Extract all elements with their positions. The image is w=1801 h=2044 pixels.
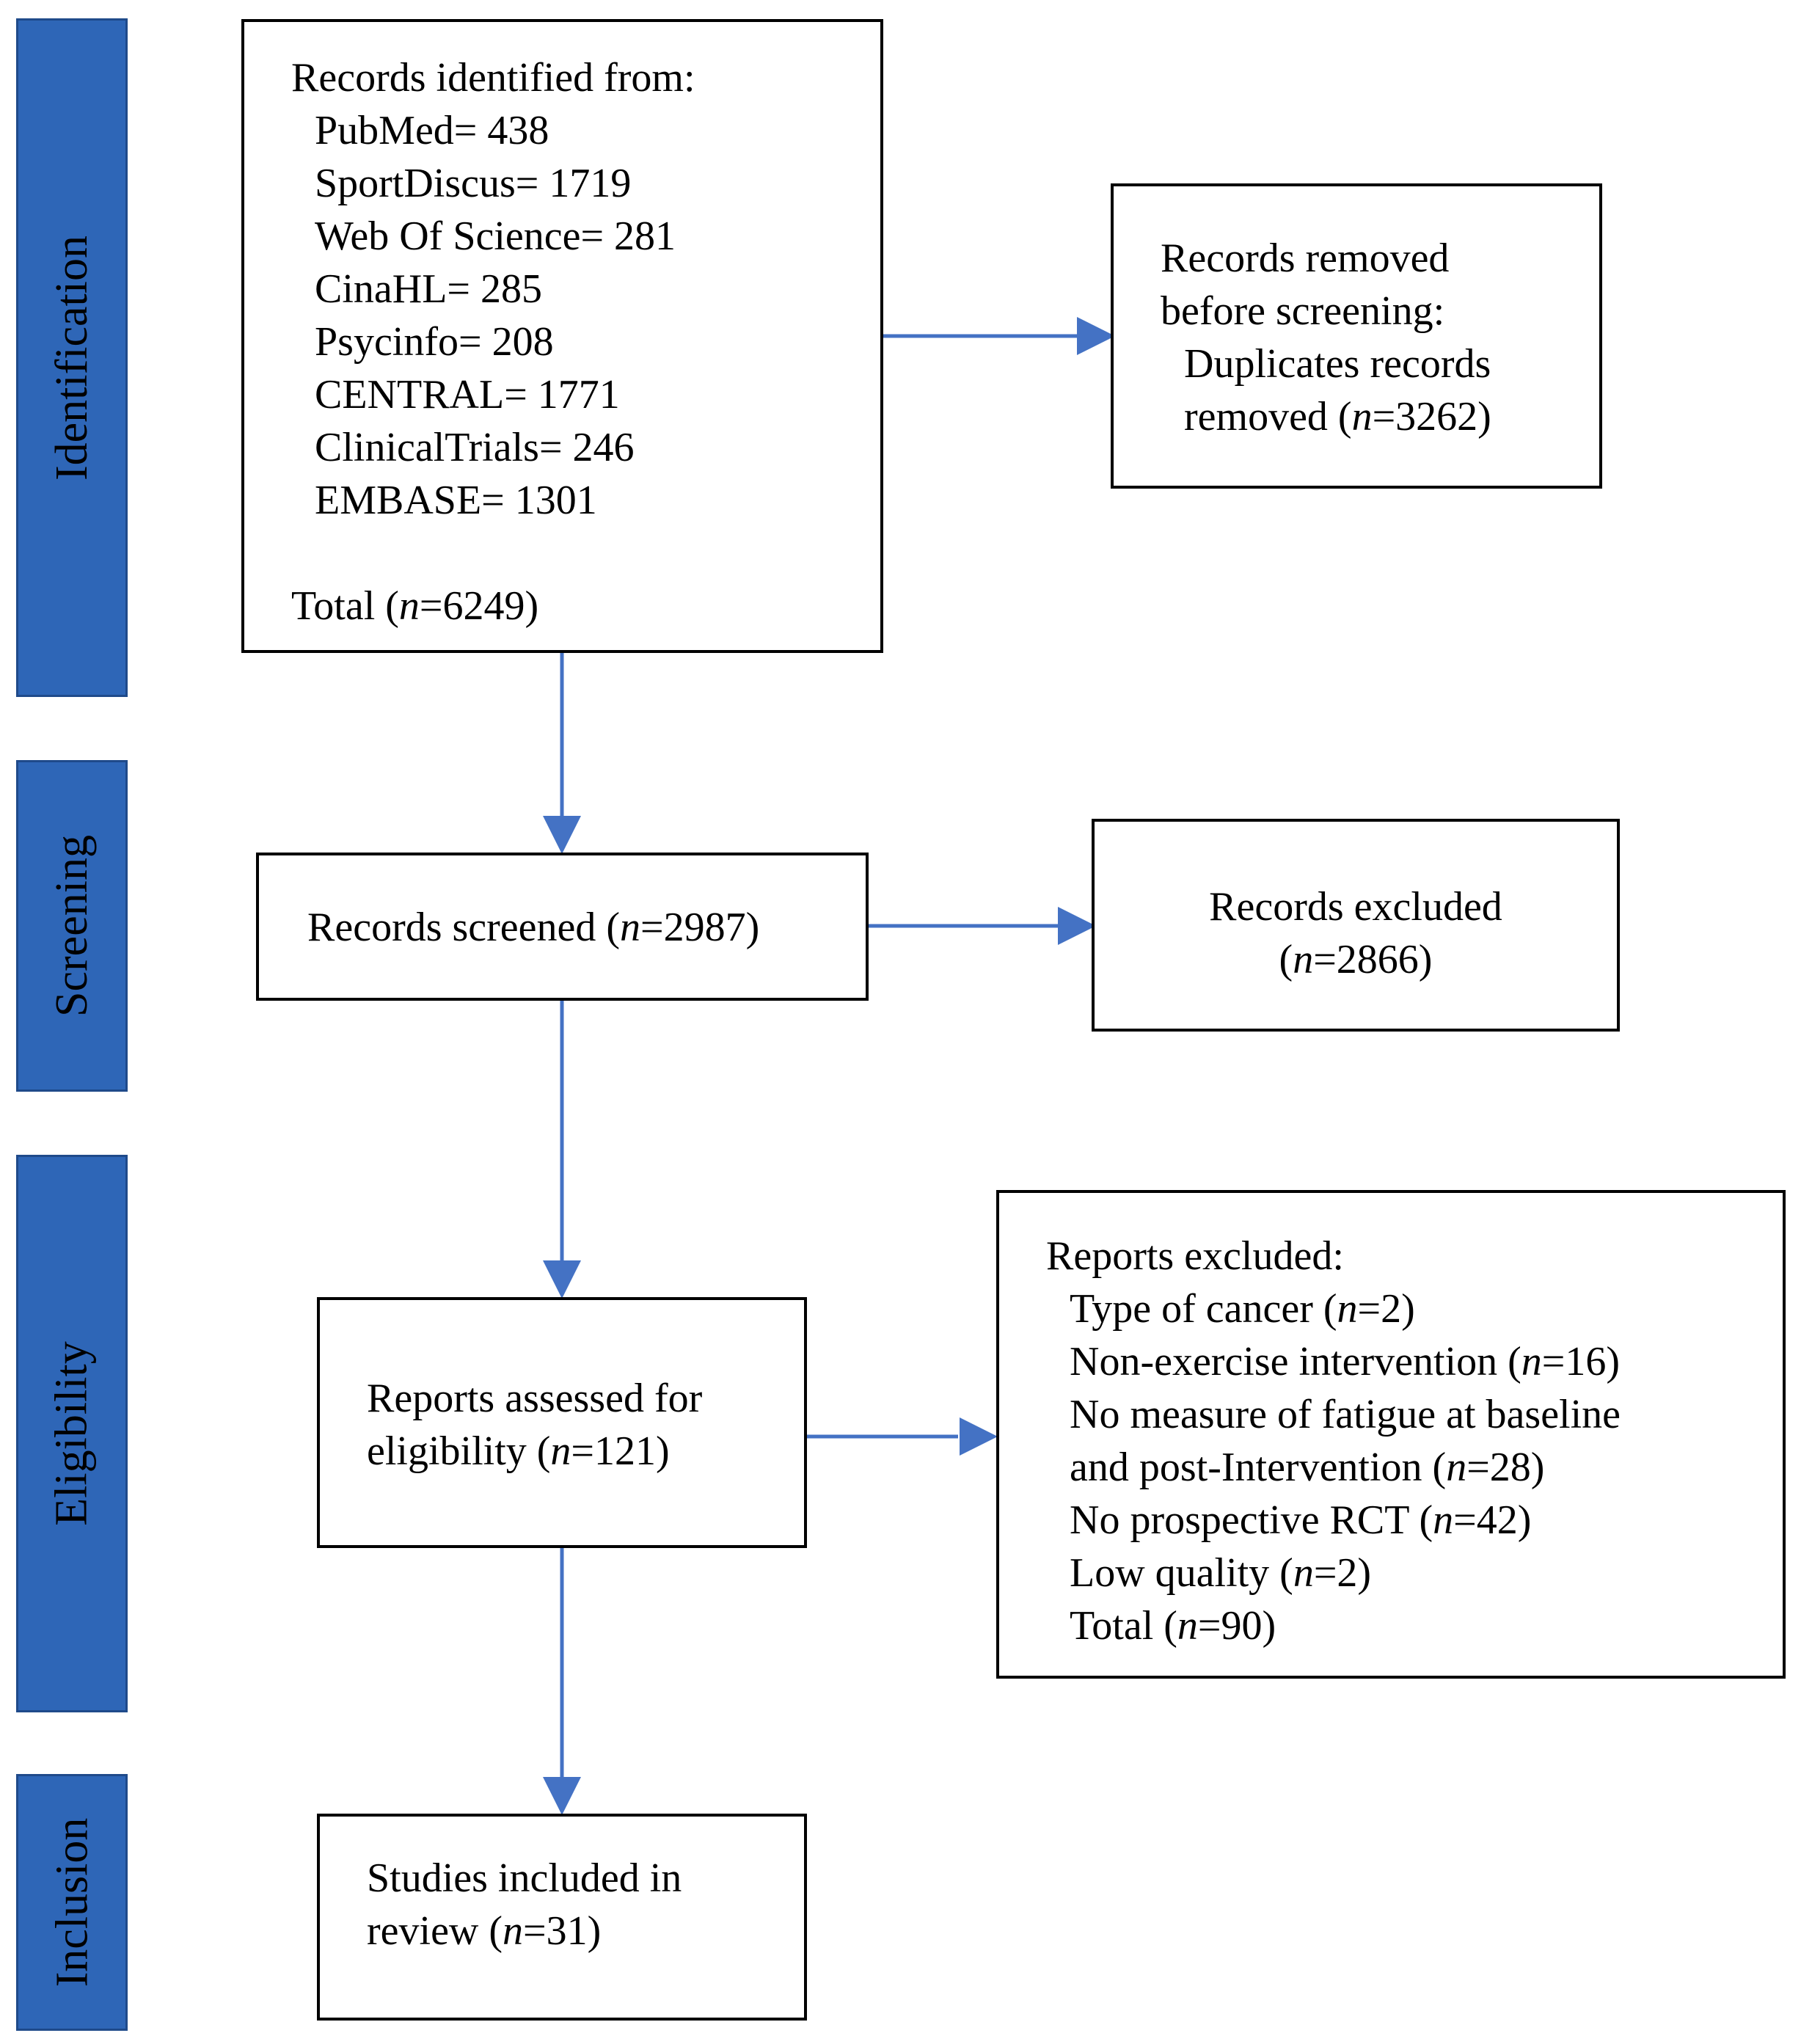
records-screened-text: Records screened (n=2987) xyxy=(307,905,760,950)
records-removed-line1: Records removed xyxy=(1161,236,1450,281)
reason-low-quality: Low quality (n=2) xyxy=(1070,1550,1372,1596)
reports-excluded-total: Total (n=90) xyxy=(1070,1603,1276,1649)
source-pubmed: PubMed= 438 xyxy=(315,108,549,153)
source-cinahl: CinaHL= 285 xyxy=(315,266,542,312)
arrowhead-excluded xyxy=(1058,907,1096,945)
source-clinicaltrials: ClinicalTrials= 246 xyxy=(315,425,635,470)
phase-eligibility: Eligibility xyxy=(16,1155,128,1712)
reports-assessed-count: eligibility (n=121) xyxy=(367,1428,670,1474)
arrowhead-removed xyxy=(1077,317,1115,355)
records-identified-box: Records identified from: PubMed= 438 Spo… xyxy=(241,19,883,653)
records-removed-count: removed (n=3262) xyxy=(1184,394,1491,439)
arrowhead-screened xyxy=(543,816,581,854)
records-identified-heading: Records identified from: xyxy=(291,55,695,101)
reports-excluded-box: Reports excluded: Type of cancer (n=2) N… xyxy=(996,1190,1786,1679)
reports-excluded-heading: Reports excluded: xyxy=(1046,1233,1344,1279)
phase-inclusion: Inclusion xyxy=(16,1774,128,2031)
studies-included-count: review (n=31) xyxy=(367,1908,602,1954)
reason-no-prospective-rct: No prospective RCT (n=42) xyxy=(1070,1497,1532,1543)
reason-type-of-cancer: Type of cancer (n=2) xyxy=(1070,1286,1415,1332)
reason-no-fatigue-measure-line2: and post-Intervention (n=28) xyxy=(1070,1445,1545,1490)
reports-assessed-box: Reports assessed for eligibility (n=121) xyxy=(317,1297,807,1548)
reason-no-fatigue-measure-line1: No measure of fatigue at baseline xyxy=(1070,1392,1621,1437)
records-removed-box: Records removed before screening: Duplic… xyxy=(1111,183,1602,489)
phase-identification: Identification xyxy=(16,18,128,697)
arrowhead-included xyxy=(543,1777,581,1815)
studies-included-line1: Studies included in xyxy=(367,1855,682,1901)
records-excluded-count: (n=2866) xyxy=(1279,937,1433,982)
reason-non-exercise-intervention: Non-exercise intervention (n=16) xyxy=(1070,1339,1620,1384)
arrowhead-assessed xyxy=(543,1260,581,1299)
records-removed-line3: Duplicates records xyxy=(1184,341,1491,387)
source-central: CENTRAL= 1771 xyxy=(315,372,620,417)
source-psycinfo: Psycinfo= 208 xyxy=(315,319,554,365)
records-screened-box: Records screened (n=2987) xyxy=(256,853,869,1001)
source-web-of-science: Web Of Science= 281 xyxy=(315,213,676,259)
source-sportdiscus: SportDiscus= 1719 xyxy=(315,161,632,206)
reports-assessed-line1: Reports assessed for xyxy=(367,1376,703,1421)
records-identified-total: Total (n=6249) xyxy=(291,583,539,629)
source-embase: EMBASE= 1301 xyxy=(315,478,597,523)
phase-screening: Screening xyxy=(16,760,128,1092)
records-excluded-box: Records excluded (n=2866) xyxy=(1092,819,1620,1032)
records-excluded-label: Records excluded xyxy=(1209,884,1502,930)
records-removed-line2: before screening: xyxy=(1161,288,1445,334)
studies-included-box: Studies included in review (n=31) xyxy=(317,1814,807,2021)
arrowhead-reports-excluded xyxy=(960,1417,998,1456)
